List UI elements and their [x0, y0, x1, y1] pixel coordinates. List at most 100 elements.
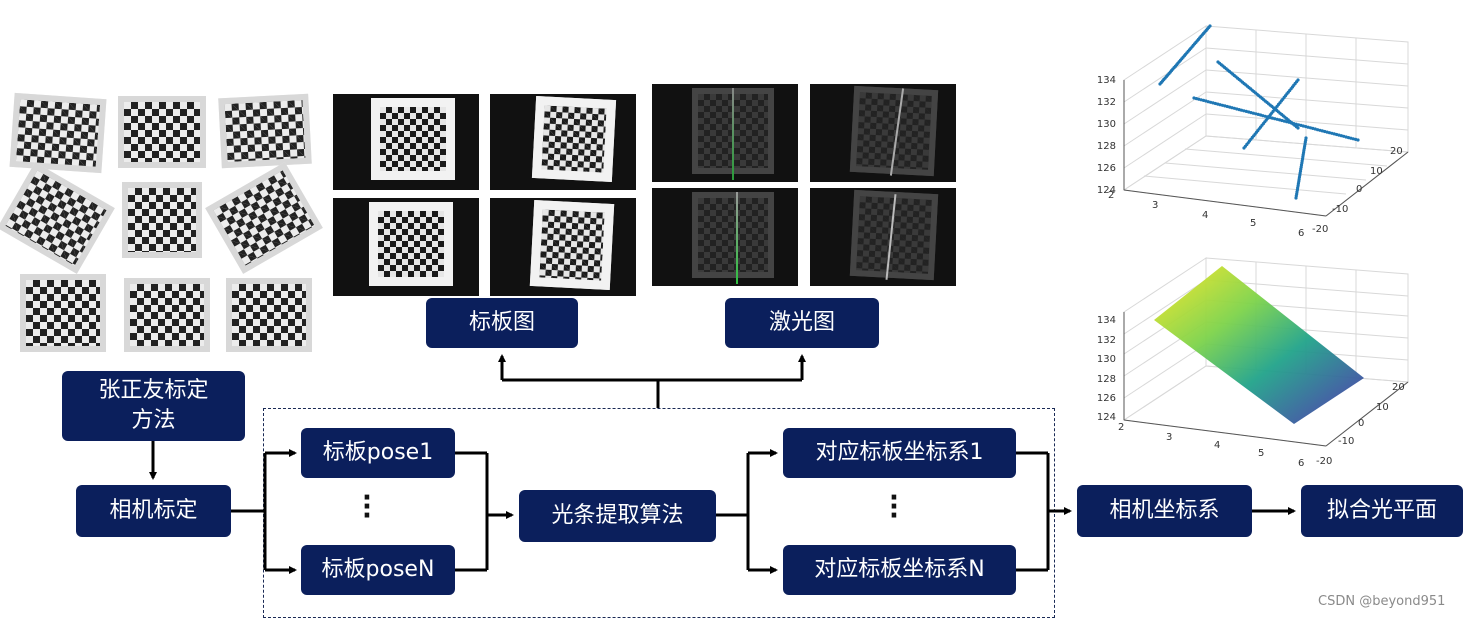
- board-photo: [333, 94, 479, 190]
- scatter-point: [1223, 104, 1227, 108]
- board-photo: [333, 198, 479, 296]
- scatter-point: [1230, 106, 1234, 110]
- scatter-point: [1346, 136, 1351, 140]
- board-coordN-box: 对应标板坐标系N: [783, 545, 1016, 595]
- x-tick: 5: [1250, 218, 1256, 229]
- scatter-3d-plot: 134 132 130 128 126 124 2 3 4 5 6 20 10 …: [1097, 24, 1410, 239]
- scatter-point: [1192, 96, 1196, 100]
- z-tick: 130: [1097, 119, 1116, 130]
- x-tick: 3: [1152, 200, 1158, 211]
- scatter-point: [1313, 127, 1317, 131]
- scatter-point: [1354, 137, 1358, 141]
- scatter-point: [1194, 97, 1198, 101]
- scatter-point: [1244, 109, 1248, 113]
- x-tick: 5: [1258, 448, 1264, 459]
- scatter-point: [1282, 119, 1286, 123]
- scatter-point: [1249, 111, 1253, 115]
- x-tick: 4: [1202, 210, 1208, 221]
- x-tick: 3: [1166, 432, 1172, 443]
- scatter-point: [1208, 24, 1212, 28]
- z-tick: 126: [1097, 393, 1116, 404]
- scatter-point: [1296, 126, 1300, 130]
- scatter-point: [1261, 114, 1265, 118]
- scatter-point: [1320, 129, 1324, 133]
- board-images-label: 标板图: [426, 298, 578, 348]
- z-tick: 124: [1097, 185, 1116, 196]
- z-tick: 126: [1097, 163, 1116, 174]
- y-tick: -10: [1332, 204, 1348, 215]
- x-tick: 2: [1118, 422, 1124, 433]
- scatter-point: [1325, 130, 1329, 134]
- scatter-point: [1225, 104, 1229, 109]
- scatter-point: [1204, 99, 1208, 103]
- zhang-method-box: 张正友标定 方法: [62, 371, 245, 441]
- scatter-point: [1292, 122, 1296, 126]
- camera-coordinate-box: 相机坐标系: [1077, 485, 1252, 537]
- laser-images-label: 激光图: [725, 298, 879, 348]
- scatter-point: [1201, 98, 1206, 102]
- scatter-point: [1335, 132, 1339, 137]
- y-tick: 0: [1356, 184, 1362, 195]
- z-tick: 132: [1097, 335, 1116, 346]
- scatter-point: [1297, 123, 1301, 127]
- checkerboard-photo: [124, 278, 210, 352]
- z-tick: 128: [1097, 374, 1116, 385]
- board-poseN-box: 标板poseN: [301, 545, 455, 595]
- scatter-point: [1304, 125, 1308, 129]
- scatter-point: [1323, 129, 1327, 134]
- scatter-point: [1256, 112, 1260, 116]
- scatter-point: [1273, 117, 1277, 121]
- z-tick: 132: [1097, 97, 1116, 108]
- scatter-point: [1356, 138, 1360, 142]
- scatter-point: [1275, 117, 1279, 121]
- y-tick: 10: [1376, 402, 1389, 413]
- laser-photo: [652, 188, 798, 286]
- scatter-point: [1306, 125, 1310, 129]
- scatter-point: [1316, 128, 1320, 132]
- board-photo: [490, 94, 636, 190]
- y-tick: 20: [1390, 146, 1403, 157]
- scatter-point: [1209, 100, 1213, 104]
- scatter-point: [1311, 126, 1315, 130]
- z-tick: 134: [1097, 315, 1116, 326]
- laser-photo: [810, 188, 956, 286]
- y-tick: -20: [1312, 224, 1328, 235]
- scatter-point: [1251, 111, 1255, 115]
- z-tick: 124: [1097, 412, 1116, 423]
- scatter-point: [1280, 118, 1284, 123]
- laser-extraction-box: 光条提取算法: [519, 490, 716, 542]
- x-tick: 6: [1298, 458, 1304, 469]
- y-tick: 20: [1392, 382, 1405, 393]
- scatter-point: [1242, 109, 1246, 113]
- scatter-point: [1239, 108, 1244, 112]
- fit-light-plane-box: 拟合光平面: [1301, 485, 1463, 537]
- scatter-point: [1301, 124, 1305, 128]
- x-tick: 6: [1298, 228, 1304, 239]
- scatter-point: [1342, 134, 1346, 138]
- board-pose1-box: 标板pose1: [301, 428, 455, 478]
- scatter-point: [1294, 196, 1298, 200]
- scatter-point: [1220, 103, 1225, 107]
- z-tick: 130: [1097, 354, 1116, 365]
- scatter-point: [1199, 98, 1203, 102]
- board-photo: [490, 198, 636, 296]
- checkerboard-photo: [118, 96, 206, 168]
- scatter-point: [1344, 135, 1348, 139]
- scatter-point: [1327, 131, 1332, 135]
- vertical-ellipsis-icon: ···: [362, 483, 372, 531]
- vertical-ellipsis-icon: ···: [889, 483, 899, 531]
- scatter-point: [1285, 120, 1289, 124]
- laser-photo: [652, 84, 798, 182]
- checkerboard-photo: [226, 278, 312, 352]
- fitted-plane-surface: [1154, 266, 1364, 424]
- y-tick: 0: [1358, 418, 1364, 429]
- laser-photo: [810, 84, 956, 182]
- scatter-point: [1213, 101, 1217, 106]
- scatter-point: [1296, 78, 1300, 82]
- scatter-point: [1337, 133, 1341, 137]
- camera-calibration-box: 相机标定: [76, 485, 231, 537]
- x-tick: 4: [1214, 440, 1220, 451]
- checkerboard-photo: [122, 182, 202, 258]
- scatter-point: [1332, 132, 1336, 136]
